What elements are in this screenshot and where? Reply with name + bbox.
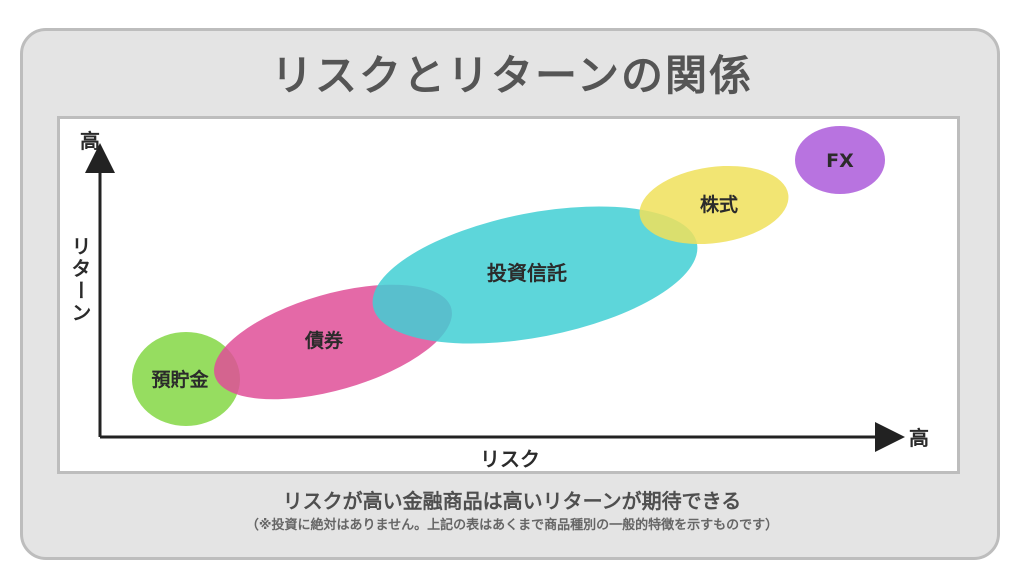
ellipse-kabushiki (639, 165, 789, 245)
y-axis-high-label: 高 (80, 129, 100, 153)
diagram-title: リスクとリターンの関係 (271, 51, 753, 100)
x-axis-label: リスク (480, 447, 540, 471)
y-axis-label: リターン (68, 236, 92, 324)
ellipse-fx (795, 126, 885, 194)
x-axis-high-label: 高 (909, 426, 929, 450)
label-saiken: 債券 (304, 329, 344, 352)
ellipse-toushin (372, 206, 698, 344)
label-fx: FX (826, 150, 854, 172)
label-kabushiki: 株式 (700, 193, 738, 216)
label-yochokin: 預貯金 (151, 368, 209, 391)
label-toushin: 投資信託 (487, 261, 567, 285)
diagram-note: （※投資に絶対はありません。上記の表はあくまで商品種別の一般的特徴を示すものです… (245, 518, 779, 533)
ellipse-yochokin (132, 332, 240, 426)
diagram-caption: リスクが高い金融商品は高いリターンが期待できる (282, 489, 742, 513)
